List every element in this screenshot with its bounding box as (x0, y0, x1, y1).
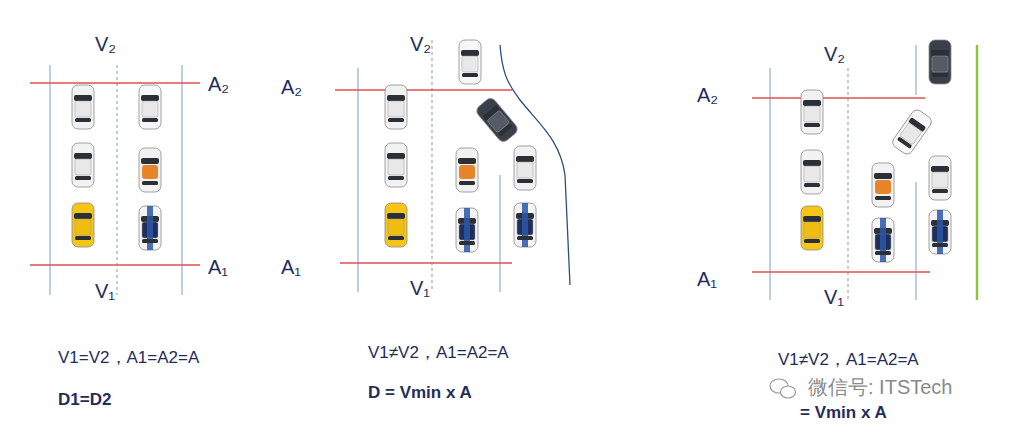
car-icon (139, 85, 161, 129)
car-icon (929, 210, 951, 254)
car-icon (72, 203, 94, 247)
car-icon (139, 148, 161, 192)
car-icon (929, 156, 951, 200)
car-icon (456, 208, 478, 252)
lane-line (499, 175, 500, 292)
formula: D = Vmin x A (368, 383, 472, 403)
road-edge (500, 45, 570, 285)
car-icon (385, 203, 407, 247)
formula: D1=D2 (58, 390, 111, 410)
car-icon (474, 96, 519, 144)
watermark: 微信号: ITSTech (808, 376, 952, 399)
speed-label: V₂ (410, 33, 431, 56)
lane-divider (431, 40, 432, 292)
speed-label: V₂ (95, 33, 116, 56)
car-icon (459, 40, 481, 84)
car-icon (890, 108, 933, 157)
area-label: A₂ (281, 76, 302, 99)
road-edge (976, 45, 979, 300)
area-label: A₂ (697, 84, 718, 107)
car-icon (72, 85, 94, 129)
car-icon (801, 90, 823, 134)
speed-label: V₂ (824, 43, 845, 66)
car-icon (385, 143, 407, 187)
car-icon (801, 150, 823, 194)
car-icon (929, 40, 951, 84)
lane-divider (847, 68, 848, 300)
speed-label: V₁ (410, 277, 430, 300)
car-icon (872, 163, 894, 207)
area-label: A₂ (208, 73, 229, 96)
section-line (30, 82, 200, 83)
area-label: A₁ (281, 256, 301, 279)
formula: V1≠V2，A1=A2=A (368, 343, 509, 363)
section-line (752, 271, 930, 272)
speed-label: V₁ (95, 280, 115, 303)
formula: V1=V2，A1=A2=A (58, 348, 199, 368)
wechat-icon (770, 379, 796, 398)
section-line (340, 262, 512, 263)
section-line (752, 97, 925, 98)
lane-divider (116, 65, 117, 295)
car-icon (514, 146, 536, 190)
lane-line (49, 65, 50, 295)
car-icon (514, 203, 536, 247)
car-icon (385, 85, 407, 129)
formula: V1≠V2，A1=A2=A (778, 350, 919, 370)
section-line (30, 264, 200, 265)
car-icon (801, 206, 823, 250)
area-label: A₁ (208, 256, 228, 279)
speed-label: V₁ (824, 286, 844, 309)
car-icon (456, 148, 478, 192)
car-icon (872, 218, 894, 262)
lane-line (915, 45, 916, 95)
section-line (335, 89, 512, 90)
formula: = Vmin x A (800, 403, 887, 423)
car-icon (72, 143, 94, 187)
lane-line (357, 68, 358, 292)
lane-line (181, 65, 182, 295)
car-icon (139, 206, 161, 250)
lane-line (769, 68, 770, 300)
lane-line (915, 182, 916, 300)
area-label: A₁ (697, 268, 717, 291)
